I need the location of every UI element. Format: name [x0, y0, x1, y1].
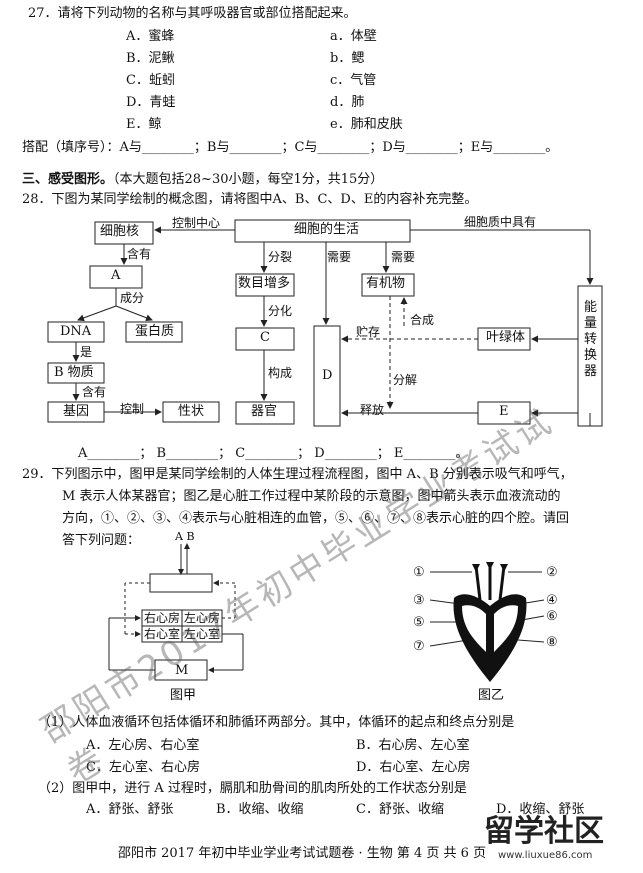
edge-label: 控制 — [120, 402, 145, 416]
q27-left-item: C．蚯蚓 — [126, 73, 175, 88]
edge-label: 细胞质中具有 — [464, 215, 537, 229]
site-logo: 留学社区 www.liuxue86.com — [484, 814, 604, 861]
edge-label: 需要 — [327, 250, 352, 264]
section-note: （本大题包括28~30小题，每空1分，共15分） — [113, 172, 384, 187]
node-life: 细胞的生活 — [294, 222, 360, 237]
q27-match-line: 搭配（填序号）：A与________；B与________；C与________… — [22, 140, 559, 155]
q29-sub2-option: C．舒张、收缩 — [356, 802, 444, 817]
node-gene: 基因 — [63, 404, 90, 419]
q29-sub1-option: C．左心室、右心房 — [86, 760, 200, 775]
concept-map — [47, 219, 603, 427]
logo-main: 留学社区 — [484, 814, 604, 849]
figure-jia — [108, 543, 244, 681]
fig-b-caption: 图乙 — [478, 688, 505, 703]
q27-right-item: d．肺 — [330, 95, 365, 110]
node-trait: 性状 — [178, 404, 205, 419]
edge-label: 是 — [80, 345, 93, 359]
logo-sub: www.liuxue86.com — [498, 850, 592, 861]
q28-stem: 28．下图为某同学绘制的概念图，请将图中A、B、C、D、E的内容补充完整。 — [22, 192, 478, 207]
fig-a-lv: 左心室 — [184, 627, 221, 641]
node-energy: 能量转换器 — [584, 300, 598, 379]
heart-mark: ⑤ — [413, 615, 425, 630]
edge-label: 分化 — [268, 304, 293, 318]
node-protein: 蛋白质 — [135, 324, 175, 339]
q29-sub2-option: D．收缩、舒张 — [496, 802, 585, 817]
heart-mark: ③ — [413, 593, 425, 608]
q29-sub2-stem: （2）图甲中，进行 A 过程时，膈肌和肋骨间的肌肉所处的工作状态分别是 — [38, 781, 467, 796]
node-D: D — [322, 368, 333, 383]
node-organ: 器官 — [251, 404, 278, 419]
q29-stem-line: M 表示人体某器官；图乙是心脏工作过程中某阶段的示意图，图中箭头表示血液流动的 — [62, 489, 561, 504]
section-title: 三、感受图形。（本大题包括28~30小题，每空1分，共15分） — [22, 172, 383, 188]
edge-label: 构成 — [268, 366, 293, 380]
node-organic: 有机物 — [366, 276, 406, 291]
page-footer: 邵阳市 2017 年初中毕业学业考试试题卷 · 生物 第 4 页 共 6 页 — [118, 846, 487, 861]
node-dna: DNA — [60, 324, 92, 339]
heart-mark: ⑧ — [546, 635, 558, 650]
edge-label: 含有 — [127, 247, 152, 261]
figure-yi-heart — [429, 562, 545, 682]
q27-right-item: e．肺和皮肤 — [330, 117, 403, 132]
fig-a-rv: 右心室 — [144, 627, 181, 641]
heart-mark: ① — [413, 565, 425, 580]
fig-a-la: 左心房 — [184, 611, 221, 625]
edge-label: 贮存 — [356, 325, 381, 339]
q27-right-item: a．体壁 — [330, 29, 377, 44]
edge-label: 分解 — [393, 373, 418, 387]
fig-a-m: M — [175, 663, 189, 678]
edge-label: 合成 — [410, 313, 435, 327]
edge-label: 需要 — [391, 250, 416, 264]
q27-right-item: b．鳃 — [330, 51, 365, 66]
node-C: C — [260, 330, 270, 345]
section-title-main: 三、感受图形。 — [22, 172, 114, 187]
node-chloro: 叶绿体 — [486, 330, 526, 345]
q29-sub1-option: B．右心房、左心室 — [356, 738, 470, 753]
heart-mark: ② — [546, 565, 558, 580]
q27-left-item: B．泥鳅 — [126, 51, 175, 66]
node-E: E — [499, 404, 509, 419]
heart-mark: ⑥ — [546, 609, 558, 624]
q27-left-item: E．鲸 — [126, 117, 162, 132]
fig-a-ab: A B — [175, 530, 195, 543]
edge-label: 分裂 — [268, 250, 293, 264]
q28-answer-line: A________； B________； C________； D______… — [78, 446, 469, 461]
node-count: 数目增多 — [238, 276, 291, 291]
node-xibaohe: 细胞核 — [100, 224, 140, 239]
q29-sub1-option: A．左心房、右心室 — [86, 738, 200, 753]
edge-label: 释放 — [360, 403, 385, 417]
edge-label: 含有 — [82, 385, 107, 399]
q29-stem-line: 29．下列图示中，图甲是某同学绘制的人体生理过程流程图，图中 A、B 分别表示吸… — [22, 467, 573, 482]
heart-mark: ⑦ — [413, 639, 425, 654]
q27-right-item: c．气管 — [330, 73, 377, 88]
q27-left-item: A．蜜蜂 — [126, 29, 175, 44]
node-B: B 物质 — [54, 365, 94, 380]
node-A: A — [111, 268, 121, 283]
fig-a-caption: 图甲 — [170, 688, 197, 703]
q29-sub2-option: B．收缩、收缩 — [216, 802, 304, 817]
q29-stem-line: 答下列问题： — [62, 533, 141, 548]
q29-sub1-option: D．右心室、左心房 — [356, 760, 471, 775]
heart-mark: ④ — [546, 593, 558, 608]
q27-stem: 27．请将下列动物的名称与其呼吸器官或部位搭配起来。 — [28, 6, 357, 21]
q29-stem-line: 方向，①、②、③、④表示与心脏相连的血管，⑤、⑥、⑦、⑧表示心脏的四个腔。请回 — [62, 511, 570, 526]
q29-sub1-stem: （1）人体血液循环包括体循环和肺循环两部分。其中，体循环的起点和终点分别是 — [38, 715, 515, 730]
q27-left-item: D．青蛙 — [126, 95, 176, 110]
edge-label: 成分 — [120, 291, 145, 305]
fig-a-ra: 右心房 — [144, 611, 181, 625]
edge-label: 控制中心 — [172, 216, 221, 230]
q29-sub2-option: A．舒张、舒张 — [86, 802, 174, 817]
